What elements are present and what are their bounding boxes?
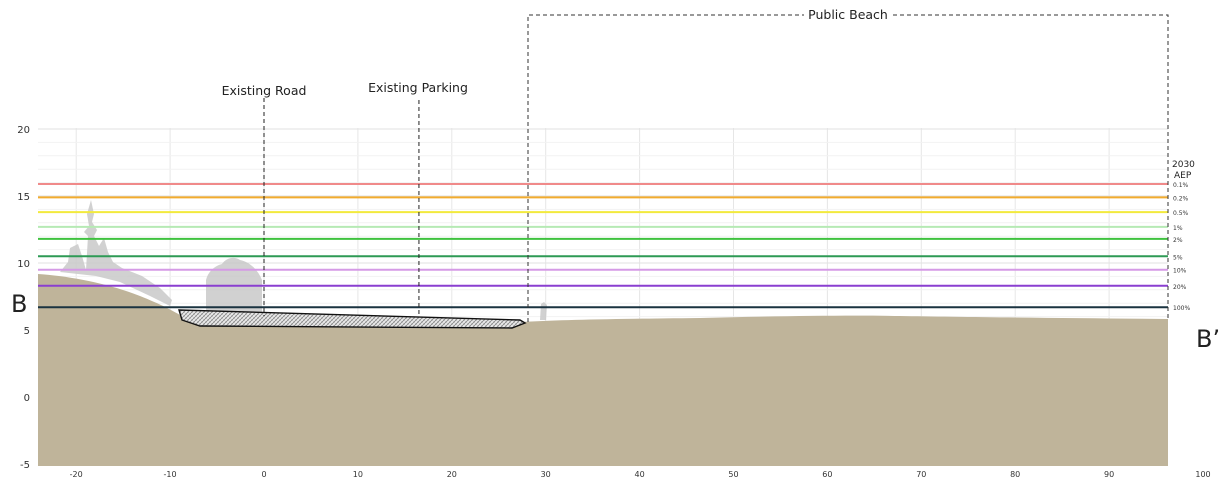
aep-line-label: 2%: [1173, 237, 1183, 244]
existing-parking-label: Existing Parking: [368, 80, 468, 95]
x-tick-label: 90: [1104, 470, 1114, 479]
x-tick-label: 70: [916, 470, 926, 479]
aep-line-label: 0.5%: [1173, 210, 1189, 217]
y-tick-label: 20: [17, 125, 30, 136]
section-start-marker: B: [11, 290, 27, 318]
y-tick-label: 10: [17, 259, 30, 270]
aep-line-label: 1%: [1173, 225, 1183, 232]
callout-markers: [263, 98, 420, 316]
pavement-surface: [178, 309, 527, 329]
aep-heading-label: AEP: [1174, 171, 1192, 181]
x-tick-label: -10: [164, 470, 177, 479]
x-tick-label: 100: [1195, 470, 1210, 479]
aep-line-label: 0.2%: [1173, 195, 1189, 202]
x-tick-label: -20: [70, 470, 83, 479]
aep-line-label: 100%: [1173, 305, 1190, 312]
aep-year-label: 2030: [1172, 160, 1195, 170]
y-tick-label: 15: [17, 192, 30, 203]
x-tick-label: 50: [728, 470, 738, 479]
aep-line-label: 0.1%: [1173, 182, 1189, 189]
x-tick-label: 10: [353, 470, 363, 479]
x-tick-label: 30: [541, 470, 551, 479]
existing-road-label: Existing Road: [222, 83, 307, 98]
y-tick-label: 5: [24, 326, 30, 337]
public-beach-label: Public Beach: [808, 7, 888, 22]
y-axis-ticks: -5 0 5 10 15 20: [17, 125, 30, 471]
y-tick-label: 0: [24, 393, 30, 404]
section-end-marker: B’: [1196, 325, 1220, 353]
x-tick-label: 0: [261, 470, 266, 479]
x-tick-label: 80: [1010, 470, 1020, 479]
aep-line-label: 5%: [1173, 254, 1183, 261]
x-axis-ticks: -20 -10 0 10 20 30 40 50 60 70 80 90 100: [70, 470, 1211, 479]
x-tick-label: 40: [635, 470, 645, 479]
aep-line-label: 10%: [1173, 268, 1187, 275]
aep-line-label: 20%: [1173, 284, 1187, 291]
aep-lines: 0.1% 0.2% 0.5% 1% 2% 5% 10% 20% 100%: [38, 182, 1190, 312]
x-tick-label: 20: [447, 470, 457, 479]
x-tick-label: 60: [822, 470, 832, 479]
public-beach-bracket: [527, 14, 1169, 322]
y-tick-label: -5: [20, 460, 30, 471]
